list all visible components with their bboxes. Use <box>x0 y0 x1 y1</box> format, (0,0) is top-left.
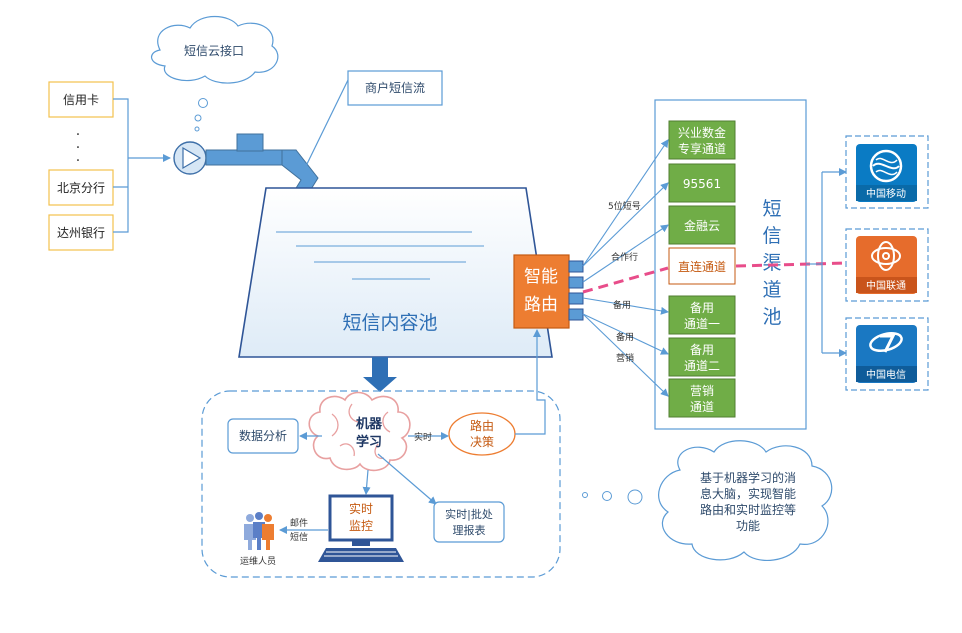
route-label-backup-b: 备用 <box>616 331 634 343</box>
route-label-coop: 合作行 <box>611 251 638 263</box>
channel-pool-title-1: 短 <box>762 198 781 220</box>
ellipsis-dot-1: . <box>76 123 80 139</box>
route-decision-line2: 决策 <box>470 435 494 449</box>
channel-pool-title-3: 渠 <box>762 252 781 274</box>
cloud-sms-interface-label: 短信云接口 <box>184 43 244 58</box>
smart-router: 智能 路由 <box>513 254 584 329</box>
channel-backup1-line2: 通道一 <box>684 317 720 331</box>
channel-xingye-line2: 专享通道 <box>678 141 726 156</box>
unicom-logo-icon <box>871 241 901 271</box>
bank-label-credit-card: 信用卡 <box>63 93 99 107</box>
route-decision-line1: 路由 <box>470 418 494 433</box>
monitor-icon <box>318 494 404 562</box>
channel-backup2-line1: 备用 <box>690 343 714 357</box>
smart-router-line2: 路由 <box>524 295 558 315</box>
carrier-links <box>806 168 847 357</box>
channel-pool-title-4: 道 <box>762 279 781 301</box>
ops-staff-label: 运维人员 <box>240 555 276 567</box>
bank-label-dazhou: 达州银行 <box>57 226 105 240</box>
channel-boxes: 兴业数金 专享通道 95561 金融云 直连通道 备用 通道一 备用 通道二 营… <box>668 120 736 418</box>
smart-router-line1: 智能 <box>524 267 558 287</box>
monitor-label-2: 监控 <box>349 519 373 533</box>
carrier-unicom-label: 中国联通 <box>866 279 906 292</box>
channel-xingye-line1: 兴业数金 <box>678 125 726 140</box>
carrier-cmcc: 中国移动 <box>845 135 929 209</box>
brain-label-2: 学习 <box>356 434 382 450</box>
data-analysis-label: 数据分析 <box>239 428 287 443</box>
channel-jinrongyun: 金融云 <box>684 218 720 233</box>
carrier-cmcc-label: 中国移动 <box>866 187 906 200</box>
channel-marketing-line2: 通道 <box>690 400 714 414</box>
cloud-right-line2: 息大脑，实现智能 <box>700 486 796 501</box>
channel-marketing-line1: 营销 <box>690 384 714 398</box>
merchant-flow-label: 商户短信流 <box>365 80 425 95</box>
route-label-short5: 5位短号 <box>608 200 641 212</box>
bank-sources: 信用卡 . . . 北京分行 达州银行 <box>48 81 171 251</box>
content-pool-label: 短信内容池 <box>342 312 437 334</box>
monitor-label-1: 实时 <box>349 501 373 516</box>
cloud-right-line3: 路由和实时监控等 <box>700 502 796 517</box>
ops-staff-icon <box>244 512 274 550</box>
channel-95561: 95561 <box>683 177 721 191</box>
channel-pool-title-2: 信 <box>762 225 781 247</box>
route-label-marketing: 营销 <box>616 352 634 364</box>
telecom-logo-icon <box>869 331 903 353</box>
ellipsis-dot-2: . <box>76 136 80 152</box>
route-arrows <box>582 139 669 397</box>
bank-label-beijing: 北京分行 <box>57 181 105 195</box>
channel-backup1-line1: 备用 <box>690 301 714 315</box>
cloud-right-line1: 基于机器学习的消 <box>700 470 796 485</box>
channel-zhilian: 直连通道 <box>678 259 726 274</box>
sms-content-pool: 短信内容池 <box>238 187 553 358</box>
brain-label-1: 机器 <box>356 416 383 432</box>
brain-icon <box>308 391 411 472</box>
ml-region <box>201 390 561 578</box>
down-arrow-icon <box>363 357 397 392</box>
carrier-telecom-label: 中国电信 <box>866 368 906 381</box>
bank-box-credit-card <box>48 81 114 118</box>
route-label-backup-a: 备用 <box>613 299 631 311</box>
report-label-1: 实时|批处 <box>445 507 493 521</box>
channel-pool-title-5: 池 <box>762 306 781 328</box>
carrier-unicom: 中国联通 <box>845 228 929 302</box>
sms-label: 短信 <box>290 531 308 543</box>
cloud-ml-brain-note: 基于机器学习的消 息大脑，实现智能 路由和实时监控等 功能 <box>658 440 833 561</box>
report-label-2: 理报表 <box>453 523 486 537</box>
bank-box-beijing <box>48 169 114 206</box>
direct-link-line <box>582 261 849 294</box>
merchant-flow-callout: 商户短信流 <box>305 70 443 167</box>
carrier-telecom: 中国电信 <box>845 317 929 391</box>
channel-backup2-line2: 通道二 <box>684 359 720 373</box>
cloud-sms-interface: 短信云接口 <box>151 15 279 132</box>
realtime-label: 实时 <box>414 431 432 443</box>
cmcc-logo-icon <box>869 149 903 183</box>
ellipsis-dot-3: . <box>76 149 80 165</box>
cloud-right-line4: 功能 <box>736 519 760 533</box>
mail-label: 邮件 <box>290 517 308 529</box>
